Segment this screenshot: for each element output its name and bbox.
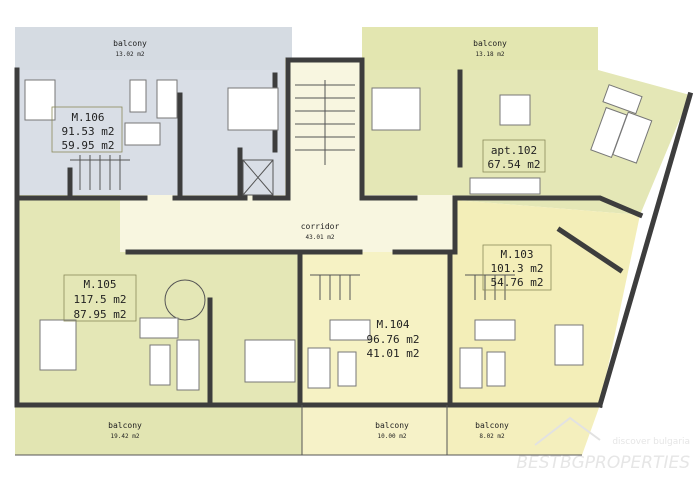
unit-total-area: 96.76 m2 (367, 333, 420, 346)
unit-m105-zone (15, 195, 300, 405)
unit-apt102-zone (362, 70, 690, 215)
balcony-zone-m106 (15, 27, 292, 70)
balcony-zone-m105 (15, 405, 302, 455)
unit-label-m105: M.105 117.5 m2 87.95 m2 (63, 274, 137, 322)
balcony-label-m103: balcony 8.02 m2 (475, 421, 509, 440)
balcony-label-m105: balcony 19.42 m2 (108, 421, 142, 440)
unit-living-area: 54.76 m2 (491, 276, 544, 289)
balcony-zone-apt102 (362, 27, 598, 70)
balcony-area: 19.42 m2 (111, 433, 140, 440)
balcony-zone-m104 (302, 405, 447, 455)
unit-name: M.106 (71, 111, 104, 124)
balcony-area: 10.00 m2 (378, 433, 407, 440)
unit-total-area: 67.54 m2 (488, 158, 541, 171)
unit-name: M.103 (500, 248, 533, 261)
unit-living-area: 41.01 m2 (367, 347, 420, 360)
unit-total-area: 101.3 m2 (491, 262, 544, 275)
unit-name: apt.102 (491, 144, 537, 157)
balcony-label-apt102: balcony 13.18 m2 (473, 39, 507, 58)
balcony-area: 13.18 m2 (476, 51, 505, 58)
balcony-label-m104: balcony 10.00 m2 (375, 421, 409, 440)
walls (14, 57, 694, 456)
watermark-line1: discover bulgaria (612, 437, 690, 447)
unit-label-apt102: apt.102 67.54 m2 (482, 139, 546, 173)
balcony-area: 13.02 m2 (116, 51, 145, 58)
unit-name: M.104 (376, 318, 409, 331)
balcony-label: balcony (475, 421, 509, 430)
balcony-label: balcony (473, 39, 507, 48)
unit-label-m106: M.106 91.53 m2 59.95 m2 (51, 106, 123, 153)
house-icon (534, 416, 601, 446)
unit-total-area: 117.5 m2 (74, 293, 127, 306)
corridor-zone (120, 195, 455, 252)
furniture (24, 79, 653, 391)
watermark-line2: BESTBGPROPERTIES (516, 453, 690, 473)
unit-living-area: 59.95 m2 (62, 139, 115, 152)
watermark-logo: discover bulgaria BESTBGPROPERTIES (516, 416, 690, 473)
corridor-label: corridor 43.01 m2 (301, 222, 340, 241)
unit-name: M.105 (83, 278, 116, 291)
balcony-label: balcony (375, 421, 409, 430)
corridor-name: corridor (301, 222, 340, 231)
stairs (70, 80, 515, 321)
unit-living-area: 87.95 m2 (74, 308, 127, 321)
balcony-label: balcony (113, 39, 147, 48)
balcony-area: 8.02 m2 (479, 433, 505, 440)
balcony-label-m106: balcony 13.02 m2 (113, 39, 147, 58)
balcony-zone-m103 (447, 405, 600, 455)
unit-label-m103: M.103 101.3 m2 54.76 m2 (482, 244, 552, 291)
balcony-label: balcony (108, 421, 142, 430)
unit-total-area: 91.53 m2 (62, 125, 115, 138)
unit-label-m104: M.104 96.76 m2 41.01 m2 (367, 318, 420, 360)
corridor-area: 43.01 m2 (306, 234, 335, 241)
